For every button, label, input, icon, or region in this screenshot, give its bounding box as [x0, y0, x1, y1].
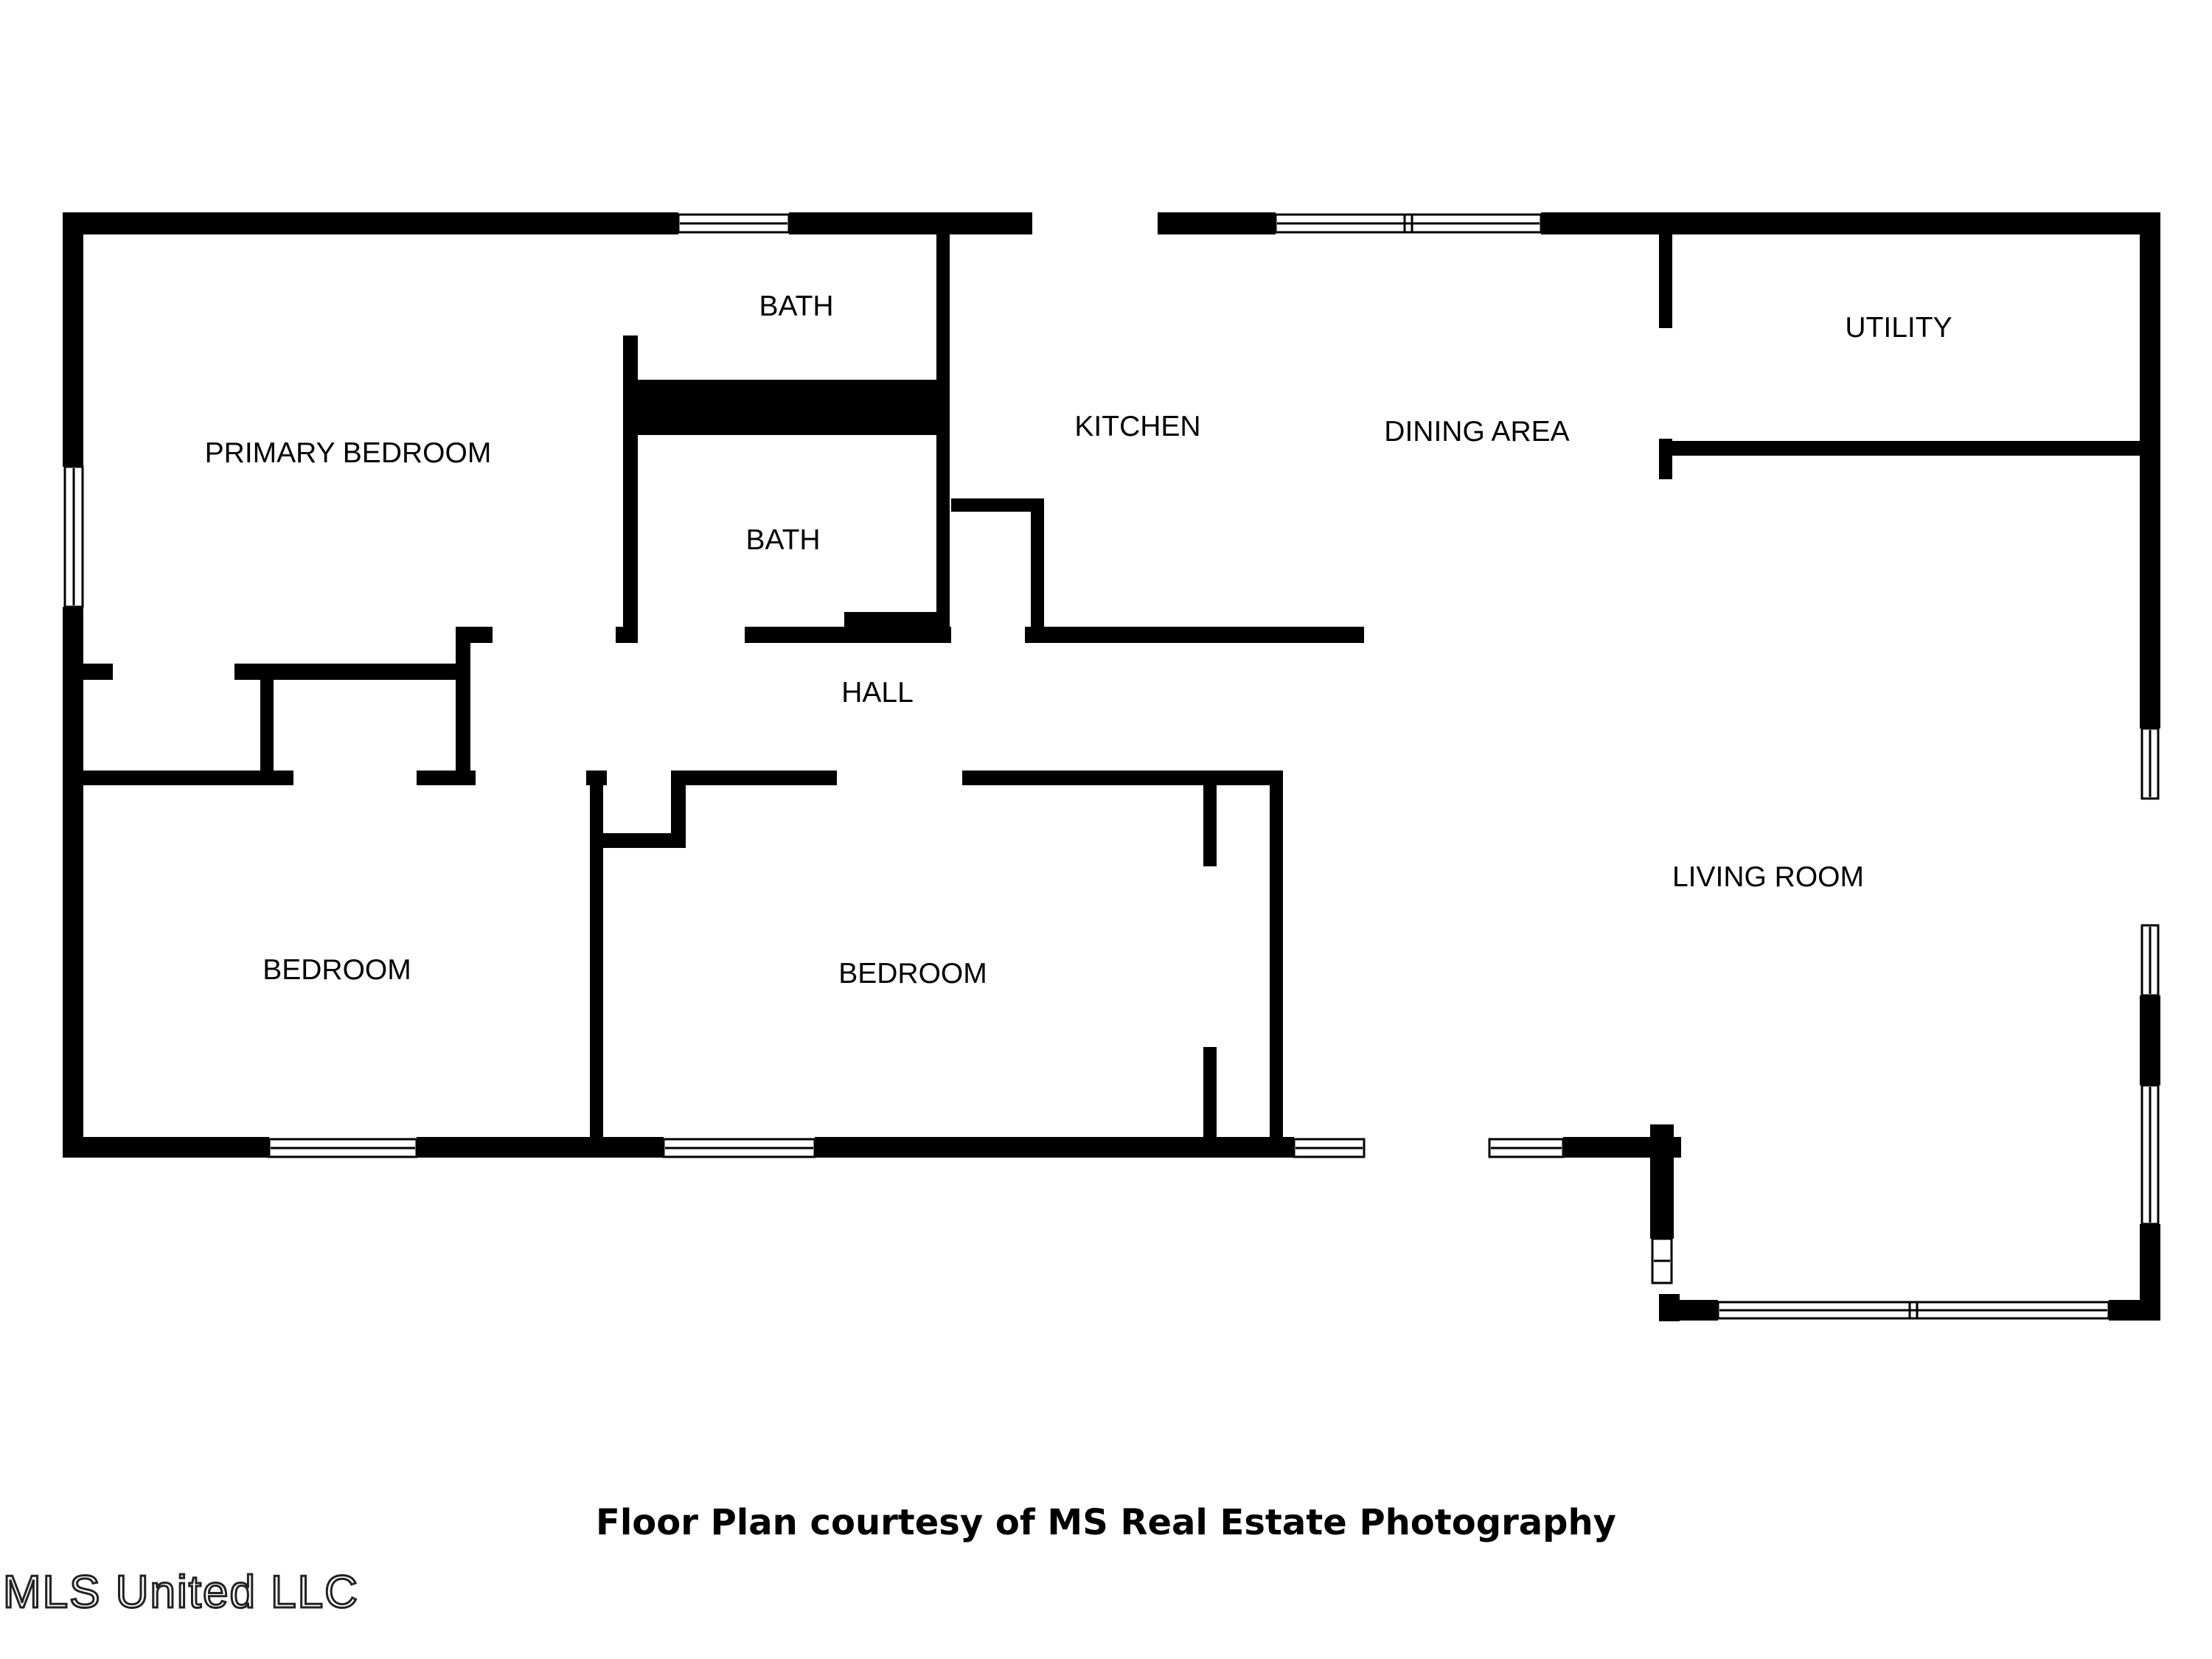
- wall: [83, 664, 113, 680]
- wall: [603, 833, 684, 848]
- windows: [63, 213, 2160, 1320]
- wall: [417, 771, 476, 785]
- wall: [951, 498, 1043, 512]
- wall: [63, 607, 83, 1158]
- room-label-hall: HALL: [841, 677, 914, 709]
- wall: [234, 664, 459, 680]
- room-label-kitchen: KITCHEN: [1074, 411, 1200, 442]
- floor-plan-caption: Floor Plan courtesy of MS Real Estate Ph…: [596, 1502, 1616, 1543]
- wall: [1650, 1124, 1674, 1239]
- watermark: MLS United LLC: [2, 1566, 359, 1619]
- wall: [456, 627, 470, 782]
- wall: [63, 212, 83, 467]
- wall: [962, 771, 1283, 785]
- wall: [1659, 1300, 1718, 1321]
- wall: [1659, 229, 1672, 328]
- wall: [2140, 995, 2160, 1085]
- room-label-bedroom-center: BEDROOM: [838, 958, 987, 990]
- wall: [671, 771, 686, 848]
- wall: [789, 212, 1032, 234]
- wall: [815, 1137, 1294, 1158]
- wall: [63, 212, 678, 234]
- wall: [1541, 212, 2160, 234]
- wall: [83, 771, 293, 785]
- wall: [417, 1137, 664, 1158]
- wall: [2140, 212, 2160, 728]
- room-label-dining-area: DINING AREA: [1384, 416, 1569, 448]
- room-labels: PRIMARY BEDROOM BATH BATH KITCHEN DINING…: [205, 291, 1952, 990]
- wall: [625, 380, 950, 435]
- wall: [1659, 441, 2149, 456]
- wall: [260, 671, 274, 782]
- room-label-bath-lower: BATH: [745, 524, 820, 556]
- walls: [63, 212, 2160, 1321]
- room-label-primary-bedroom: PRIMARY BEDROOM: [205, 437, 492, 469]
- wall: [1203, 771, 1217, 866]
- wall: [63, 1137, 269, 1158]
- wall: [1270, 771, 1283, 1158]
- wall: [671, 771, 837, 785]
- wall: [2140, 1224, 2160, 1320]
- wall: [1031, 498, 1044, 633]
- wall: [1025, 627, 1364, 643]
- wall: [745, 627, 951, 643]
- room-label-bedroom-left: BEDROOM: [262, 954, 411, 986]
- wall: [1203, 1047, 1217, 1158]
- room-label-living-room: LIVING ROOM: [1672, 861, 1864, 893]
- room-label-bath-upper: BATH: [759, 291, 833, 322]
- room-label-utility: UTILITY: [1845, 312, 1952, 344]
- wall: [590, 771, 603, 1158]
- wall: [1158, 212, 1276, 234]
- wall: [616, 627, 638, 643]
